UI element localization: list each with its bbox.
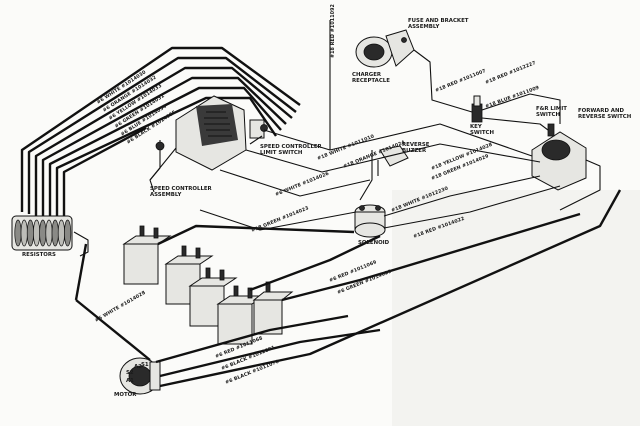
reverse-buzzer bbox=[377, 145, 409, 176]
resistor-coil-ring bbox=[51, 219, 59, 247]
battery-4 bbox=[216, 285, 266, 345]
six-gauge-cable-bundle bbox=[20, 46, 301, 224]
resistor-coil-ring bbox=[45, 219, 53, 247]
resistor-coil-ring bbox=[33, 219, 41, 247]
resistor-coil-ring bbox=[20, 219, 28, 247]
resistor-coil-ring bbox=[57, 219, 65, 247]
resistors-coil bbox=[11, 215, 89, 257]
solenoid bbox=[354, 204, 386, 238]
motor-terminal-label: A1 bbox=[126, 378, 134, 384]
resistor-coil-ring bbox=[14, 219, 22, 247]
motor-label: MOTOR bbox=[114, 392, 137, 398]
motor-terminal-label: A2 bbox=[134, 364, 142, 370]
motor-terminal-label: S2 bbox=[126, 370, 134, 376]
key-switch bbox=[471, 95, 483, 123]
wire-runs bbox=[74, 20, 622, 388]
forward-reverse-switch bbox=[531, 123, 601, 211]
wire-label-w7: #18 RED #1011092 bbox=[330, 4, 336, 58]
charger-receptacle bbox=[355, 29, 415, 68]
resistor-coil-ring bbox=[39, 219, 47, 247]
resistor-coil-ring bbox=[26, 219, 34, 247]
battery-1 bbox=[122, 225, 172, 285]
solenoid-label: SOLENOID bbox=[358, 240, 390, 246]
resistor-coil-ring bbox=[64, 219, 72, 247]
resistors-label: RESISTORS bbox=[22, 252, 56, 258]
speed-controller-limit-switch bbox=[249, 119, 268, 145]
motor-terminal-label: S1 bbox=[141, 362, 149, 368]
motor bbox=[119, 357, 161, 395]
speed-controller-assembly bbox=[149, 95, 247, 193]
